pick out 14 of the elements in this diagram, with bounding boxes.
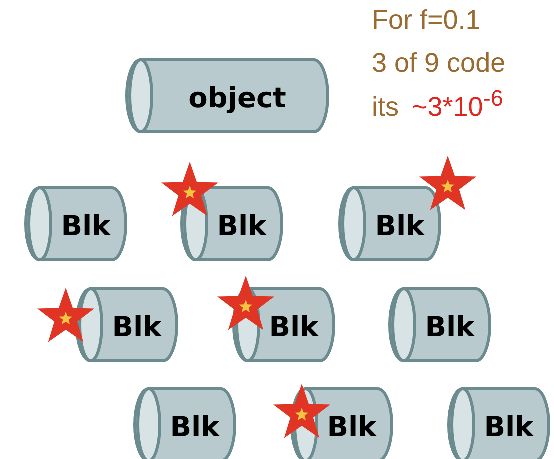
block-label: Blk [217,210,267,242]
block-label: Blk [269,310,319,344]
note-text: ~3*10$^{-6}$ [412,86,504,123]
note-text: For f=0.1 [372,5,481,36]
block-label: object [188,82,286,114]
block-label: Blk [170,410,220,444]
block-label: Blk [484,410,534,444]
note-text: its [372,92,399,123]
note-text: 3 of 9 code [372,48,506,79]
block-label: Blk [375,210,425,242]
block-label: Blk [112,310,162,344]
block-label: Blk [425,310,475,344]
block-label: Blk [327,410,377,444]
block-label: Blk [61,210,111,242]
